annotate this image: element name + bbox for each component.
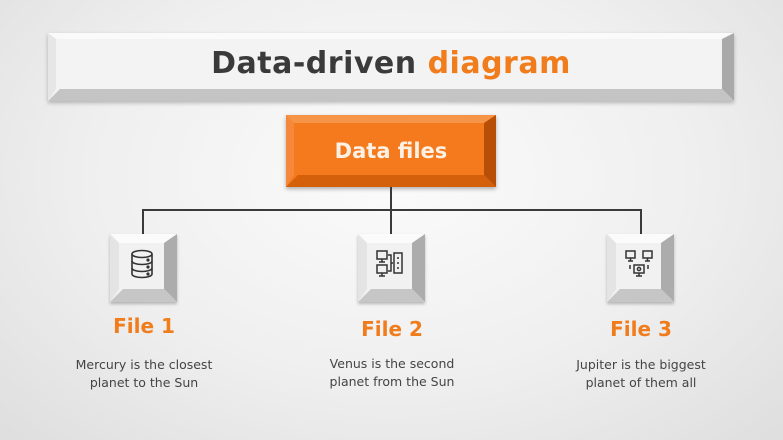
bevel-edge [110,234,177,243]
file-1-description: Mercury is the closest planet to the Sun [44,356,244,392]
bevel-edge [358,234,367,302]
bevel-edge [164,234,177,302]
description-line: planet from the Sun [329,374,455,389]
bevel-edge [607,289,674,302]
bevel-edge [358,234,425,243]
bevel-edge [358,289,425,302]
title-bar: Data-driven diagram [48,33,734,101]
bevel-edge [607,234,674,243]
description-line: Jupiter is the biggest [576,357,706,372]
network-computers-icon [625,250,653,277]
connector-file-1 [142,209,144,235]
bevel-edge [286,175,496,187]
bevel-edge [412,234,425,302]
title-prefix: Data-driven [211,46,417,81]
file-3-description: Jupiter is the biggest planet of them al… [541,356,741,392]
description-line: Venus is the second [329,356,455,371]
bevel-edge [661,234,674,302]
file-3-icon-box [607,234,674,302]
file-1-icon-box [110,234,177,302]
file-2-icon-box [358,234,425,302]
bevel-edge [286,115,496,123]
root-node-data-files: Data files [286,115,496,187]
bevel-edge [607,234,616,302]
file-3-label: File 3 [610,317,672,341]
description-line: Mercury is the closest [75,357,213,372]
description-line: planet to the Sun [89,375,199,390]
file-2-label: File 2 [361,317,423,341]
bevel-edge [286,115,294,187]
file-2-description: Venus is the second planet from the Sun [292,355,492,391]
title-accent: diagram [427,46,571,81]
file-1-label: File 1 [113,314,175,338]
bevel-edge [110,289,177,302]
bevel-edge [48,89,734,101]
connector-horizontal [142,209,642,211]
description-line: planet of them all [585,375,697,390]
connector-root-down [390,187,392,210]
bevel-edge [110,234,119,302]
connector-file-3 [640,209,642,235]
server-network-icon [376,250,403,277]
bevel-edge [48,33,734,39]
bevel-edge [48,33,56,101]
page-title: Data-driven diagram [48,46,734,81]
connector-file-2 [390,209,392,235]
database-icon [131,249,153,279]
bevel-edge [722,33,734,101]
root-node-label: Data files [334,139,448,163]
bevel-edge [484,115,496,187]
